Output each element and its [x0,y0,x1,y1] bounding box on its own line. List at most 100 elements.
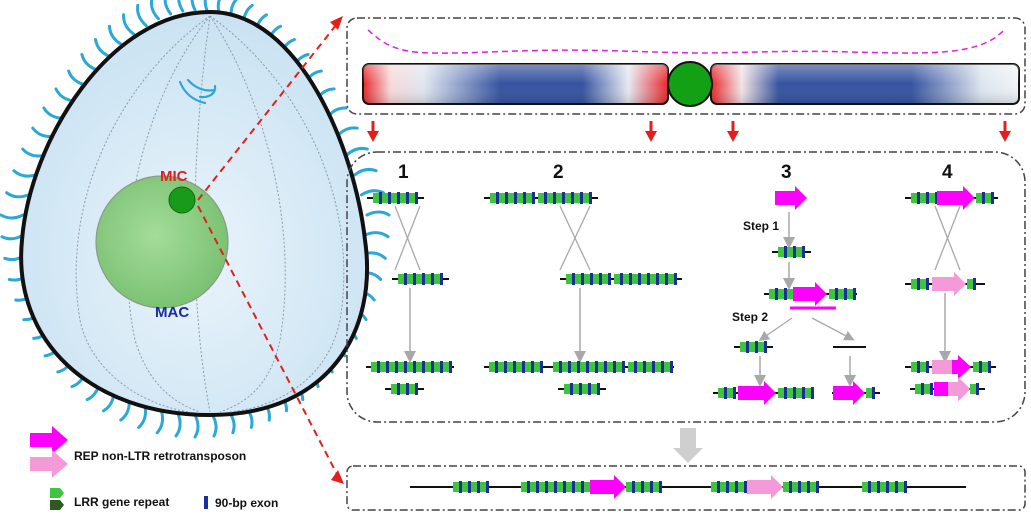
lrr-segment [574,193,583,203]
cilium [136,3,148,28]
mac-nucleus [95,175,229,309]
lrr-segment [566,274,575,284]
exon-mark [877,481,880,493]
exon-mark [665,273,668,285]
exon-mark [571,192,574,204]
exon-mark [853,288,856,300]
exon-mark [634,361,637,373]
exon-mark [513,361,516,373]
exon-mark [991,192,994,204]
exon-mark [656,273,659,285]
process-arrow [811,317,855,341]
lrr-segment [582,384,591,394]
oral-apparatus-icon [178,78,217,105]
exon-mark [746,341,749,353]
lrr-segment [653,482,662,492]
lrr-segment [787,289,796,299]
exon-mark [415,383,418,395]
cilium [137,404,148,429]
exon-mark [597,383,600,395]
exon-mark [917,192,920,204]
exon-icon [204,496,208,509]
exon-mark [798,481,801,493]
lrr-segment [583,193,592,203]
lrr-segment [749,342,758,352]
lrr-segment [982,362,991,372]
exon-mark [629,273,632,285]
lrr-segment [526,193,535,203]
lrr-segment [434,362,443,372]
rep-arrow [937,186,975,210]
lrr-segment [490,193,499,203]
lrr-segment [668,274,677,284]
exon-mark [570,383,573,395]
exon-mark [595,361,598,373]
lrr-segment [409,384,418,394]
exon-mark [659,481,662,493]
cilium [122,13,136,36]
lrr-segment [443,362,452,372]
lrr-segment [796,388,805,398]
lrr-segment [920,279,929,289]
exon-mark [755,341,758,353]
exon-mark [744,481,747,493]
exon-mark [459,481,462,493]
exon-mark [650,481,653,493]
chromosome-left-shade [363,64,668,104]
lrr-segment [462,482,471,492]
cilium [12,169,38,178]
step-1-label: Step 1 [743,219,779,233]
lrr-green-icon [50,488,64,498]
lrr-segment [400,193,409,203]
lrr-segment [783,482,792,492]
step-2-label: Step 2 [732,310,768,324]
cilium [177,0,185,13]
cilium [210,412,218,438]
cilium [5,191,31,199]
chromosome-panel [346,17,1026,115]
lrr-segment [382,193,391,203]
exon-mark [988,361,991,373]
exon-mark [868,481,871,493]
lrr-segment [371,362,380,372]
lrr-segment [718,388,727,398]
lrr-segment [416,274,425,284]
lrr-segment [711,482,720,492]
result-frame [346,465,1026,511]
exon-mark [726,481,729,493]
exon-mark [613,361,616,373]
lrr-segment [489,362,498,372]
exon-mark [431,273,434,285]
exon-mark [486,481,489,493]
exon-mark [544,192,547,204]
exon-mark [580,192,583,204]
cilium [190,0,197,12]
lrr-segment [507,362,516,372]
lrr-segment [380,362,389,372]
cilium [21,147,46,158]
exon-mark [377,361,380,373]
lrr-segment [911,193,920,203]
exon-mark [397,383,400,395]
lrr-segment [425,362,434,372]
lrr-segment [516,362,525,372]
lrr-dark-icon [50,500,64,510]
exon-mark [531,361,534,373]
exon-mark [562,192,565,204]
lrr-segment [400,384,409,394]
exon-mark [647,273,650,285]
region-arrow-head [999,131,1011,142]
lrr-segment [967,279,976,289]
exon-mark [397,192,400,204]
lrr-segment [614,274,623,284]
lrr-segment [623,274,632,284]
lrr-segment [635,482,644,492]
lrr-segment [534,362,543,372]
lrr-segment [407,274,416,284]
exon-mark [559,361,562,373]
cilium [193,413,200,439]
exon-mark [406,383,409,395]
exon-mark [789,481,792,493]
exon-mark [581,273,584,285]
exon-mark [589,192,592,204]
